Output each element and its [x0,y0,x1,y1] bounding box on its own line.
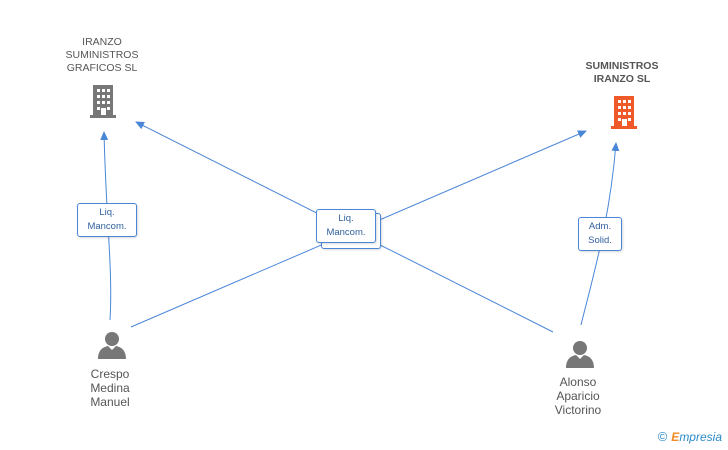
person-name-line: Aparicio [556,389,600,403]
relation-label-adm-solid[interactable]: Adm. Solid. [578,217,622,251]
company-name-line: IRANZO SL [593,73,651,85]
company-name-line: SUMINISTROS [585,60,659,72]
person-name-line: Crespo [90,367,130,381]
relation-label-liq-mancom-left[interactable]: Liq. Mancom. [77,203,137,237]
person-name-line: Victorino [554,403,602,417]
person-name-crespo-medina-manuel: Crespo Medina Manuel [70,367,150,409]
edge-person-left-to-company-left [100,131,112,321]
relation-line: Liq. [338,213,354,224]
empresia-logo: ©Empresia [658,429,722,444]
relation-line: Mancom. [87,221,127,232]
person-name-alonso-aparicio-victorino: Alonso Aparicio Victorino [537,375,619,417]
relation-label-liq-mancom-center[interactable]: Liq. Mancom. [316,209,376,243]
building-icon [90,85,116,118]
relation-line: Adm. [588,221,612,232]
relation-line: Solid. [588,235,612,246]
company-name-suministros-iranzo: SUMINISTROS IRANZO SL [567,60,677,86]
relation-line: Liq. [99,207,115,218]
company-name-line: SUMINISTROS [65,49,139,61]
person-name-line: Medina [90,381,130,395]
copyright-symbol: © [657,429,668,444]
person-name-line: Manuel [90,395,130,409]
person-name-line: Alonso [559,375,597,389]
company-name-line: GRAFICOS SL [66,62,138,74]
company-name-iranzo-suministros-graficos: IRANZO SUMINISTROS GRAFICOS SL [52,36,152,75]
company-name-line: IRANZO [82,36,122,48]
building-icon [611,96,637,129]
relation-line: Mancom. [326,227,366,238]
brand-initial: E [671,430,680,444]
person-icon [98,332,126,359]
person-icon [566,341,594,368]
brand-name: mpresia [679,430,722,444]
